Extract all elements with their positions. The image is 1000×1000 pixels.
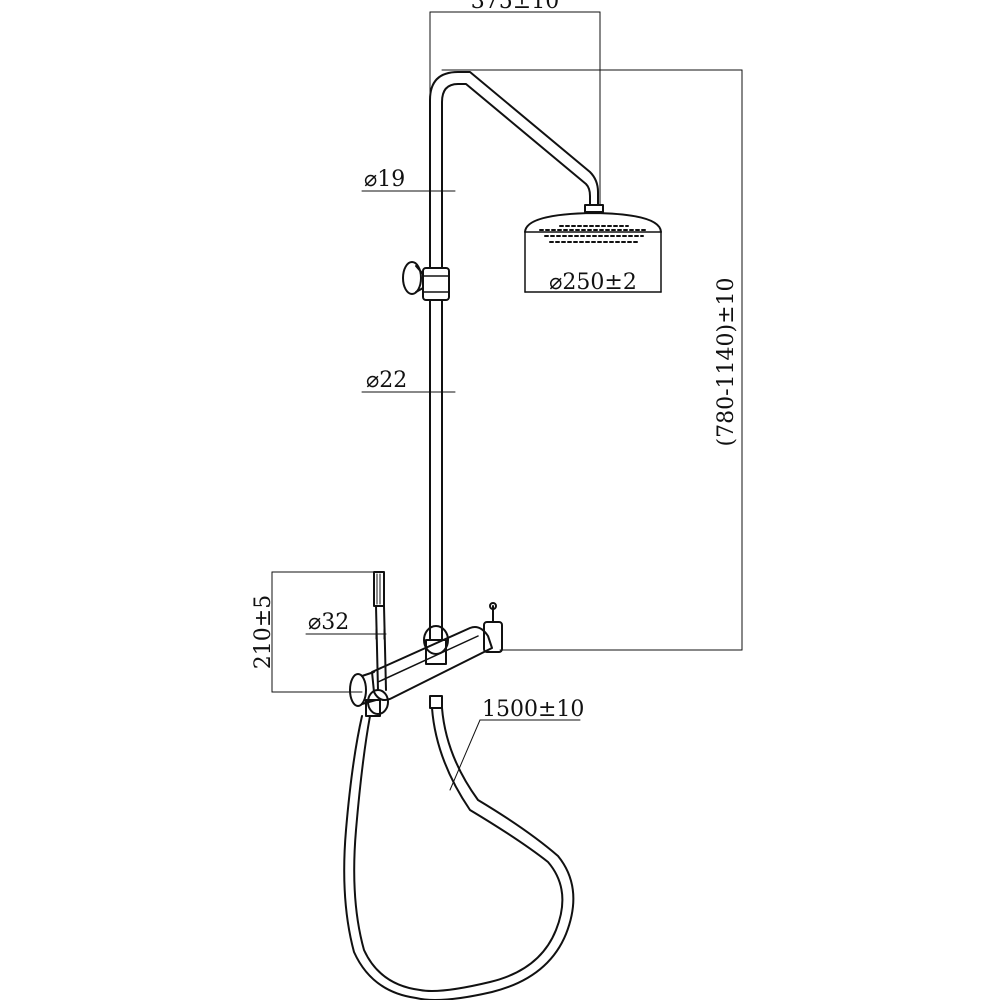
upper-pipe-diameter-label: ⌀19: [364, 167, 405, 192]
head-diameter-label: ⌀250±2: [549, 270, 637, 295]
hose-length-dimension: 1500±10: [449, 697, 584, 791]
handle-height-dimension: 210±5: [251, 571, 377, 693]
lower-pipe-diameter-dimension: ⌀22: [361, 368, 456, 398]
handle-diameter-dimension: ⌀32: [305, 610, 387, 640]
hand-shower: [365, 571, 389, 717]
handle-height-label: 210±5: [251, 595, 276, 669]
hose-length-label: 1500±10: [482, 697, 584, 722]
handle-diameter-label: ⌀32: [308, 610, 349, 635]
slide-holder: [402, 261, 450, 301]
lower-pipe-diameter-label: ⌀22: [366, 368, 407, 393]
upper-pipe-diameter-dimension: ⌀19: [361, 167, 456, 197]
top-width-label: 375±10: [471, 0, 559, 14]
riser-pipe: [429, 71, 599, 641]
shower-head: ⌀250±2: [524, 204, 662, 295]
height-range-label: (780-1140)±10: [714, 277, 739, 446]
height-range-dimension: (780-1140)±10: [441, 69, 743, 651]
shower-hose: [343, 707, 575, 1000]
